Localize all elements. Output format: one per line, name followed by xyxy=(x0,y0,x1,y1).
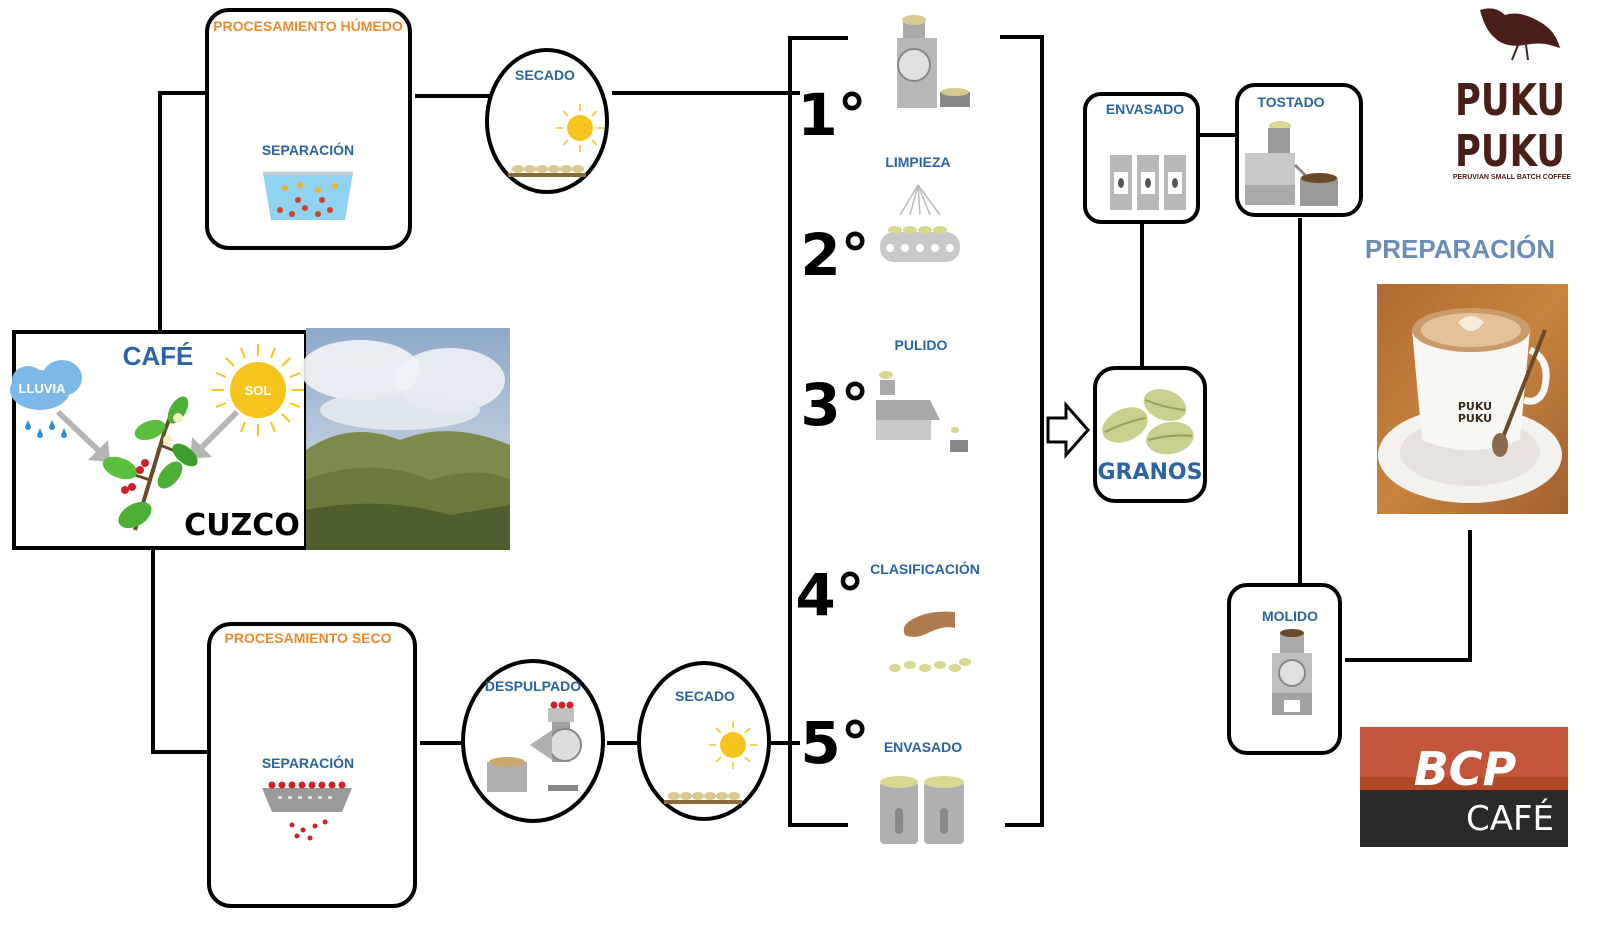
cup-logo-line1: PUKU xyxy=(1458,400,1492,413)
line-origin-to-wet xyxy=(158,91,210,330)
left-bracket xyxy=(788,36,848,827)
sun-icon xyxy=(212,344,304,436)
cleaning-machine-icon xyxy=(880,184,960,262)
bird-icon xyxy=(1480,8,1560,49)
wet-drying-label: SECADO xyxy=(515,67,575,83)
grains-panel: GRANOS xyxy=(1093,366,1207,503)
step-1-number: 1° xyxy=(797,81,866,149)
sieve-icon xyxy=(262,781,352,841)
pulping-label: DESPULPADO xyxy=(485,678,581,694)
roasting-label: TOSTADO xyxy=(1257,94,1324,110)
line-grinding-to-preparation xyxy=(1345,530,1472,662)
pulping-circle: DESPULPADO xyxy=(461,659,605,823)
step-5-label: ENVASADO xyxy=(884,739,962,755)
sorting-hand-icon xyxy=(889,611,971,672)
dry-process-title: PROCESAMIENTO SECO xyxy=(225,630,392,646)
wet-process-title: PROCESAMIENTO HÚMEDO xyxy=(213,17,403,34)
sun-icon xyxy=(709,721,757,769)
step-4-number: 4° xyxy=(795,561,864,629)
wet-process-panel: PROCESAMIENTO HÚMEDO SEPARACIÓN xyxy=(205,8,412,250)
grinding-label: MOLIDO xyxy=(1262,608,1318,624)
dry-drying-circle: SECADO xyxy=(637,661,771,821)
landscape-photo xyxy=(300,328,510,550)
rain-cloud-icon xyxy=(10,360,82,438)
packaging-panel: ENVASADO xyxy=(1083,92,1200,224)
dry-separation-label: SEPARACIÓN xyxy=(262,754,354,771)
grinding-panel: MOLIDO xyxy=(1227,583,1342,755)
brand-name-line2: PUKU xyxy=(1455,126,1565,177)
step-4-label: CLASIFICACIÓN xyxy=(870,560,980,577)
connector-lines xyxy=(151,91,1472,754)
roaster-machine-icon xyxy=(1245,121,1338,206)
water-tank-icon xyxy=(263,171,353,220)
right-bracket xyxy=(1000,35,1044,827)
drying-beans-icon xyxy=(664,792,742,804)
packaging-label: ENVASADO xyxy=(1106,101,1184,117)
step-5-number: 5° xyxy=(800,709,869,777)
coffee-plant-icon xyxy=(102,396,198,531)
puku-puku-logo: PUKU PUKU PERUVIAN SMALL BATCH COFFEE xyxy=(1453,8,1572,181)
coffee-beans-icon xyxy=(1102,389,1194,455)
rain-label: LLUVIA xyxy=(19,381,67,396)
step-3-label: PULIDO xyxy=(895,337,948,353)
cup-logo-line2: PUKU xyxy=(1458,412,1492,425)
brand-tagline: PERUVIAN SMALL BATCH COFFEE xyxy=(1453,174,1572,181)
steps-bracket xyxy=(788,35,1044,827)
arrow-right-icon xyxy=(1046,401,1090,459)
drying-beans-icon xyxy=(508,165,586,177)
step-3-number: 3° xyxy=(800,371,869,439)
step-2-label: LIMPIEZA xyxy=(885,154,950,170)
rain-arrow-icon xyxy=(56,410,110,462)
bcp-name: BCP xyxy=(1414,742,1517,796)
dry-process-panel: PROCESAMIENTO SECO SEPARACIÓN xyxy=(207,622,417,908)
sun-icon xyxy=(556,104,604,152)
wet-drying-circle: SECADO xyxy=(485,48,609,194)
grains-label: GRANOS xyxy=(1098,460,1203,485)
bcp-cafe-logo: BCP CAFÉ xyxy=(1360,727,1568,847)
brand-name-line1: PUKU xyxy=(1455,75,1565,126)
preparation-title: PREPARACIÓN xyxy=(1365,234,1555,264)
wet-separation-label: SEPARACIÓN xyxy=(262,141,354,158)
hulling-machine-icon xyxy=(897,15,970,108)
roasting-panel: TOSTADO xyxy=(1235,83,1363,217)
dry-drying-label: SECADO xyxy=(675,688,735,704)
sun-label: SOL xyxy=(245,383,272,398)
grinder-icon xyxy=(1272,629,1312,715)
pulping-machine-icon xyxy=(487,701,582,792)
line-origin-to-dry xyxy=(151,550,210,754)
polishing-machine-icon xyxy=(876,371,968,452)
sun-arrow-icon xyxy=(190,410,239,459)
bcp-cafe-label: CAFÉ xyxy=(1466,798,1554,839)
origin-location: CUZCO xyxy=(184,508,300,543)
origin-title: CAFÉ xyxy=(123,341,194,371)
coffee-cup-photo: PUKU PUKU xyxy=(1377,284,1568,514)
coffee-bags-icon xyxy=(1110,155,1186,210)
origin-panel: CAFÉ LLUVIA SOL xyxy=(10,330,308,550)
step-2-number: 2° xyxy=(800,221,869,289)
coffee-sacks-icon xyxy=(880,776,964,844)
